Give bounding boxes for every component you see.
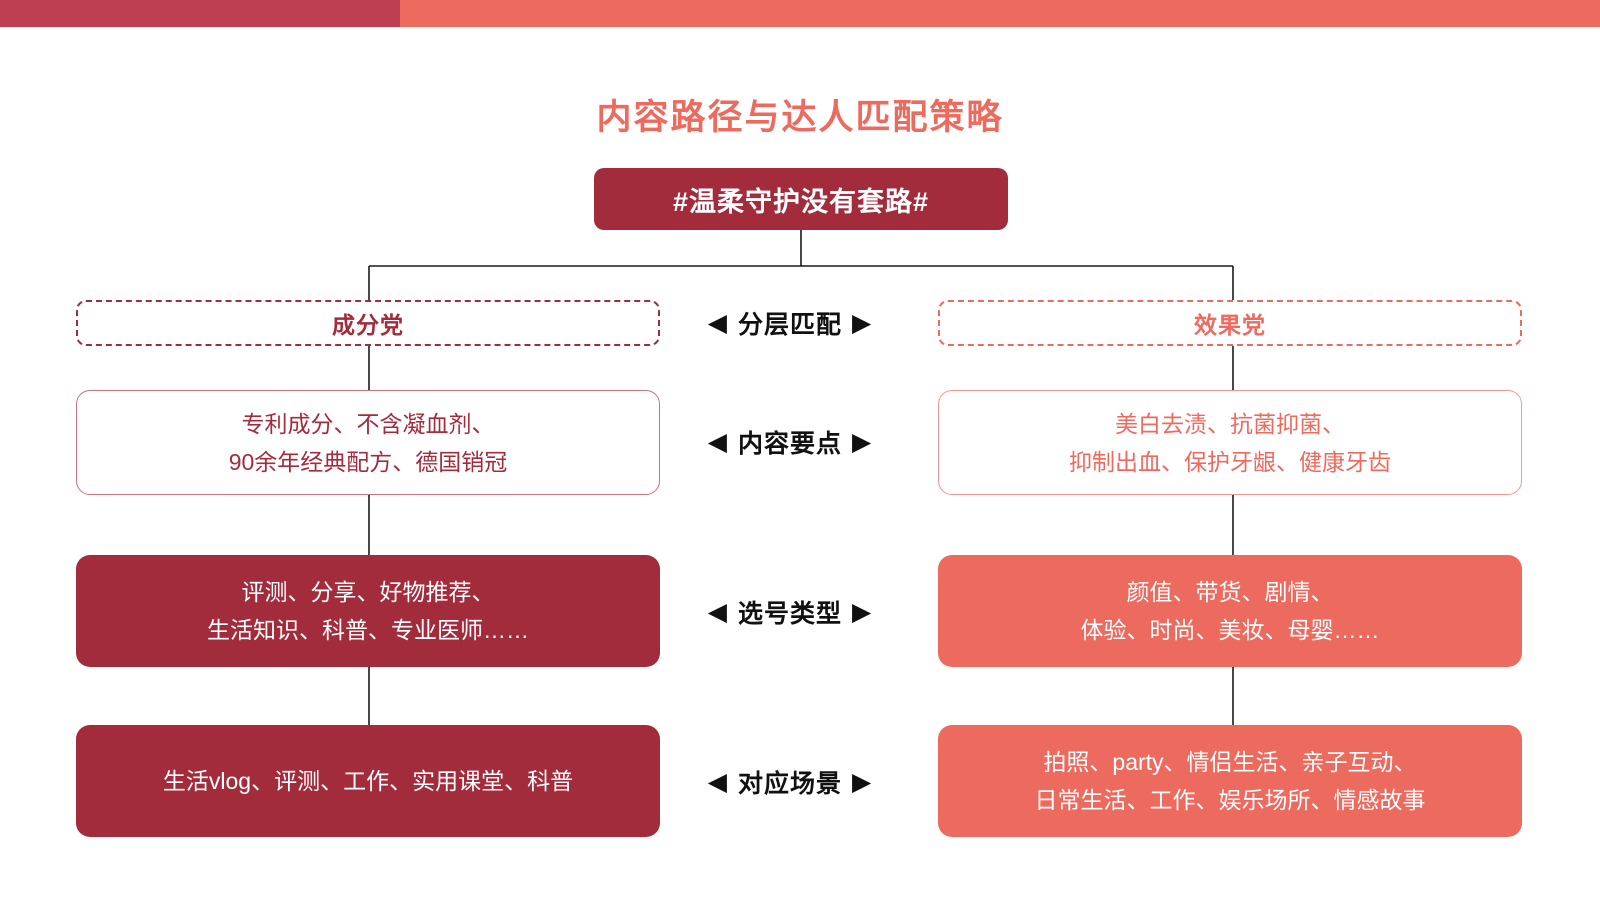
middle-label-text: 内容要点 — [737, 430, 842, 458]
text-line: 拍照、party、情侣生活、亲子互动、 — [1043, 749, 1417, 775]
hashtag-root-node: #温柔守护没有套路# — [594, 168, 1008, 230]
middle-label-scenes: ◀ 对应场景 ▶ — [660, 764, 920, 800]
right-content-points-text: 美白去渍、抗菌抑菌、 抑制出血、保护牙龈、健康牙齿 — [1069, 405, 1391, 481]
left-content-points-text: 专利成分、不含凝血剂、 90余年经典配方、德国销冠 — [229, 405, 508, 481]
top-accent-bar — [0, 0, 1600, 27]
right-audience-tag: 效果党 — [938, 300, 1522, 346]
middle-label-text: 选号类型 — [737, 600, 842, 628]
text-line: 抑制出血、保护牙龈、健康牙齿 — [1069, 448, 1391, 475]
left-account-types-box: 评测、分享、好物推荐、 生活知识、科普、专业医师…… — [76, 555, 660, 667]
text-line: 评测、分享、好物推荐、 — [241, 579, 495, 605]
left-scenes-text: 生活vlog、评测、工作、实用课堂、科普 — [163, 762, 573, 800]
right-triangle-icon: ▶ — [852, 767, 873, 796]
text-line: 体验、时尚、美妆、母婴…… — [1080, 617, 1380, 643]
text-line: 日常生活、工作、娱乐场所、情感故事 — [1034, 787, 1426, 813]
text-line: 颜值、带货、剧情、 — [1126, 579, 1334, 605]
right-triangle-icon: ▶ — [852, 597, 873, 626]
left-content-points-box: 专利成分、不含凝血剂、 90余年经典配方、德国销冠 — [76, 390, 660, 495]
right-account-types-text: 颜值、带货、剧情、 体验、时尚、美妆、母婴…… — [1081, 573, 1380, 649]
left-triangle-icon: ◀ — [707, 308, 728, 337]
middle-label-layer-matching: ◀ 分层匹配 ▶ — [660, 305, 920, 341]
middle-label-text: 对应场景 — [737, 770, 842, 798]
left-triangle-icon: ◀ — [707, 427, 728, 456]
right-scenes-box: 拍照、party、情侣生活、亲子互动、 日常生活、工作、娱乐场所、情感故事 — [938, 725, 1522, 837]
middle-label-text: 分层匹配 — [737, 311, 842, 339]
top-accent-bar-right-segment — [400, 0, 1600, 27]
right-triangle-icon: ▶ — [852, 308, 873, 337]
top-accent-bar-left-segment — [0, 0, 400, 27]
left-audience-tag: 成分党 — [76, 300, 660, 346]
right-content-points-box: 美白去渍、抗菌抑菌、 抑制出血、保护牙龈、健康牙齿 — [938, 390, 1522, 495]
middle-label-content-points: ◀ 内容要点 ▶ — [660, 424, 920, 460]
left-triangle-icon: ◀ — [707, 767, 728, 796]
text-line: 美白去渍、抗菌抑菌、 — [1115, 410, 1345, 437]
page-title: 内容路径与达人匹配策略 — [596, 98, 1004, 137]
right-triangle-icon: ▶ — [852, 427, 873, 456]
right-scenes-text: 拍照、party、情侣生活、亲子互动、 日常生活、工作、娱乐场所、情感故事 — [1035, 743, 1426, 819]
text-line: 生活知识、科普、专业医师…… — [207, 617, 529, 643]
middle-label-account-types: ◀ 选号类型 ▶ — [660, 594, 920, 630]
right-account-types-box: 颜值、带货、剧情、 体验、时尚、美妆、母婴…… — [938, 555, 1522, 667]
left-triangle-icon: ◀ — [707, 597, 728, 626]
left-scenes-box: 生活vlog、评测、工作、实用课堂、科普 — [76, 725, 660, 837]
text-line: 生活vlog、评测、工作、实用课堂、科普 — [162, 768, 574, 794]
text-line: 专利成分、不含凝血剂、 — [241, 410, 495, 437]
left-account-types-text: 评测、分享、好物推荐、 生活知识、科普、专业医师…… — [207, 573, 529, 649]
text-line: 90余年经典配方、德国销冠 — [228, 448, 508, 475]
